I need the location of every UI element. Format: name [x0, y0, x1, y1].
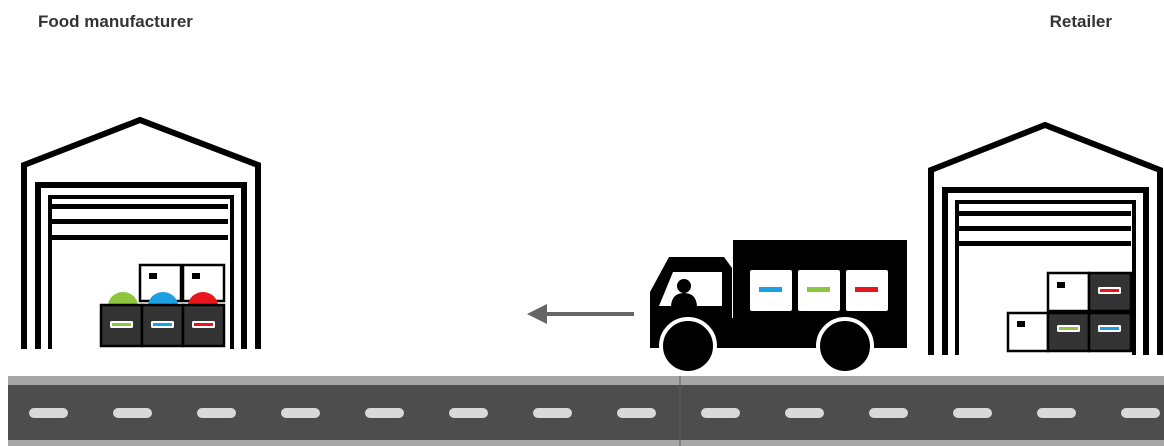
box-icon	[1048, 273, 1089, 311]
wheel-icon	[661, 319, 715, 373]
arrow-left-icon	[527, 304, 634, 324]
crate-icon	[142, 305, 183, 346]
crate-icon	[1089, 273, 1131, 311]
crate-icon	[183, 305, 224, 346]
driver-icon	[677, 279, 691, 293]
crate-icon	[1089, 313, 1131, 351]
delivery-truck-icon	[650, 240, 907, 373]
crate-icon	[101, 305, 142, 346]
food-manufacturer-warehouse-icon	[24, 120, 258, 349]
road-icon	[8, 376, 1164, 446]
box-icon	[1008, 313, 1048, 351]
crate-icon	[1048, 313, 1089, 351]
retailer-warehouse-icon	[931, 125, 1160, 355]
wheel-icon	[818, 319, 872, 373]
